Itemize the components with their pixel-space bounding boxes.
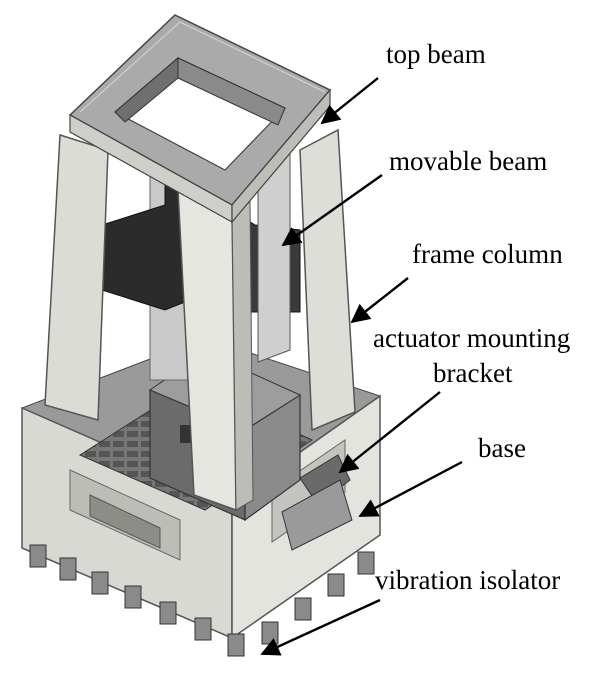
label-actuator-mounting: actuator mounting xyxy=(373,323,570,353)
isolator-foot xyxy=(294,597,312,621)
leader-arrows xyxy=(260,77,463,656)
machine-illustration xyxy=(20,14,382,657)
isolator-foot xyxy=(91,571,109,595)
column-front-left xyxy=(44,133,109,421)
label-actuator-bracket: bracket xyxy=(433,358,513,388)
isolator-foot xyxy=(124,585,142,609)
isolator-foot xyxy=(357,551,375,575)
arrow-frame-column xyxy=(350,277,409,324)
arrow-base xyxy=(358,460,463,518)
label-top-beam: top beam xyxy=(386,39,486,69)
label-movable-beam: movable beam xyxy=(389,146,547,176)
labels: top beam movable beam frame column actua… xyxy=(373,39,570,595)
arrow-vibration-isolator xyxy=(260,598,381,656)
isolator-foot xyxy=(29,544,47,568)
isolator-foot xyxy=(159,601,177,625)
base-bracket xyxy=(281,479,353,551)
arrow-movable-beam xyxy=(281,174,383,247)
label-vibration-isolator: vibration isolator xyxy=(375,565,560,595)
isolator-foot xyxy=(327,573,345,597)
isolator-foot xyxy=(227,633,245,657)
arrow-actuator-bracket xyxy=(338,391,441,474)
isolator-foot xyxy=(194,617,212,641)
arrow-top-beam xyxy=(320,77,379,125)
label-frame-column: frame column xyxy=(412,239,563,269)
label-base: base xyxy=(478,433,526,463)
vibration-isolators xyxy=(29,544,375,657)
isolator-foot xyxy=(261,621,279,645)
top-beam-shape xyxy=(68,14,332,224)
isolator-foot xyxy=(59,557,77,581)
